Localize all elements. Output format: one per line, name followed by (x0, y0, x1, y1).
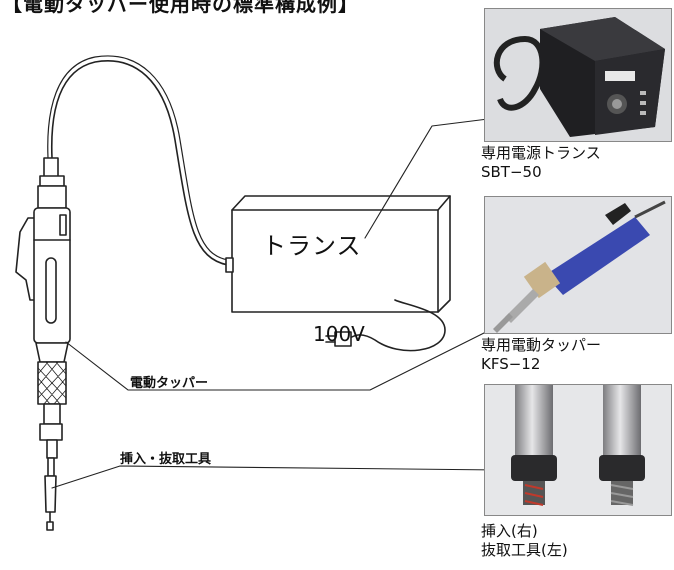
transformer-caption-line2: SBT−50 (481, 163, 542, 181)
tool-photo-image (485, 385, 671, 515)
electric-tapper-drawing (15, 157, 71, 531)
transformer-caption: 専用電源トランス SBT−50 (481, 144, 601, 182)
plug-cable (349, 299, 446, 352)
transformer-caption-line1: 専用電源トランス (481, 144, 601, 162)
transformer-label: トランス (262, 232, 362, 260)
voltage-label: 100V (313, 322, 365, 346)
transformer-photo-image (485, 9, 671, 141)
tapper-photo-image (485, 197, 671, 333)
transformer-photo (484, 8, 672, 142)
tool-photo (484, 384, 672, 516)
tool-caption: 挿入(右) 抜取工具(左) (481, 522, 568, 560)
electric-tapper-label: 電動タッパー (130, 376, 209, 391)
power-plug (325, 331, 352, 347)
tapper-caption-line2: KFS−12 (481, 355, 541, 373)
tool-caption-line1: 挿入(右) (481, 522, 538, 540)
leader-tapper (65, 324, 501, 391)
tapper-photo (484, 196, 672, 334)
page-title-text: 【電動タッパー使用時の標準構成例】 (2, 0, 359, 16)
power-cable (50, 60, 229, 266)
tapper-caption-line1: 専用電動タッパー (481, 336, 602, 354)
insert-remove-tool-label: 挿入・抜取工具 (120, 452, 212, 467)
tool-caption-line2: 抜取工具(左) (481, 541, 568, 559)
page-title: 【電動タッパー使用時の標準構成例】 (0, 0, 480, 16)
transformer-box (225, 195, 451, 313)
leader-tool (51, 465, 501, 489)
tapper-caption: 専用電動タッパー KFS−12 (481, 336, 601, 374)
leader-transformer (364, 117, 497, 239)
